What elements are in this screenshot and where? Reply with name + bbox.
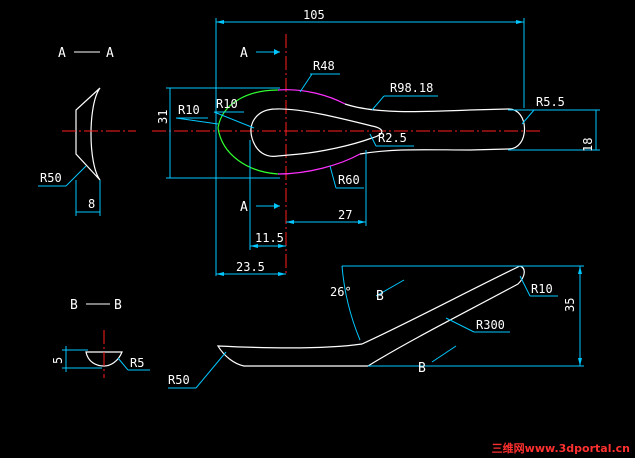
label-r5-bb: R5 (130, 356, 144, 370)
leader-r10-side (519, 275, 531, 297)
dim-31-text: 31 (156, 110, 170, 124)
dim-23-5-text: 23.5 (236, 260, 265, 274)
label-r2-5: R2.5 (378, 131, 407, 145)
dim-5-text: 5 (51, 357, 65, 364)
leader-r2-5 (369, 133, 377, 147)
cut-b-bottom-label: B (418, 361, 426, 376)
section-aa-label-right: A (106, 46, 114, 61)
cut-a-top-arrow (274, 49, 280, 55)
leader-r98 (371, 95, 385, 111)
leader-r48 (299, 73, 313, 93)
outline-arc-r60 (277, 153, 361, 175)
label-r98: R98.18 (390, 81, 433, 95)
section-bb-label-right: B (114, 298, 122, 313)
label-r60: R60 (338, 173, 360, 187)
label-r10-side: R10 (531, 282, 553, 296)
outline-arc-r48 (277, 89, 346, 105)
cut-a-bottom-label: A (240, 200, 248, 215)
label-r300: R300 (476, 318, 505, 332)
leader-r50-aa (65, 165, 87, 187)
section-b-b: B B 5 R5 (51, 298, 150, 378)
label-r48: R48 (313, 59, 335, 73)
arrow-11-5-right (278, 244, 286, 248)
label-r10-left: R10 (178, 103, 200, 117)
section-a-a: A A R50 8 (38, 46, 136, 216)
outline-arc-r10-lower (217, 127, 279, 175)
leader-r10-left (175, 117, 219, 125)
label-r10-inner: R10 (216, 97, 238, 111)
arrow-23-5-left (216, 272, 224, 276)
dim-105-text: 105 (303, 8, 325, 22)
cut-a-bottom-arrow (274, 203, 280, 209)
arrow-105-right (516, 20, 524, 24)
section-bb-label-left: B (70, 298, 78, 313)
side-view-profile (216, 265, 525, 367)
leader-r60 (329, 165, 337, 189)
leader-r300 (445, 317, 475, 333)
outline-handle (344, 103, 526, 155)
arrow-23-5-right (278, 272, 286, 276)
dim-18-text: 18 (581, 138, 595, 152)
cut-b-bottom-line (431, 345, 457, 363)
label-r50-side: R50 (168, 373, 190, 387)
arrow-27-left (286, 220, 294, 224)
cut-b-top-label: B (376, 289, 384, 304)
side-view: 35 26° B B R10 R300 R50 (168, 265, 584, 389)
cut-b-top-line (375, 279, 405, 297)
arrow-35-top (578, 266, 582, 274)
cut-a-top-label: A (240, 46, 248, 61)
dim-27-text: 27 (338, 208, 352, 222)
section-aa-profile (75, 87, 101, 181)
label-r50-aa: R50 (40, 171, 62, 185)
dim-8-text: 8 (88, 197, 95, 211)
arrow-27-right (358, 220, 366, 224)
label-r5-5: R5.5 (536, 95, 565, 109)
leader-r50-side (195, 351, 227, 389)
section-aa-label-left: A (58, 46, 66, 61)
top-view: 105 31 18 27 11.5 23.5 A A (152, 8, 600, 276)
arrow-11-5-left (250, 244, 258, 248)
angle-26-text: 26° (330, 285, 352, 299)
arrow-105-left (216, 20, 224, 24)
watermark: 三维网www.3dportal.cn (492, 441, 630, 455)
leader-r5-bb (117, 357, 129, 371)
arrow-35-bottom (578, 358, 582, 366)
inner-outline (250, 108, 383, 157)
angle-26-arc (341, 265, 361, 341)
dim-35-text: 35 (563, 298, 577, 312)
dim-11-5-text: 11.5 (255, 231, 284, 245)
outline-arc-r10-upper (217, 89, 279, 129)
leader-r5-5 (521, 109, 535, 125)
leader-r10-inner (213, 111, 255, 129)
